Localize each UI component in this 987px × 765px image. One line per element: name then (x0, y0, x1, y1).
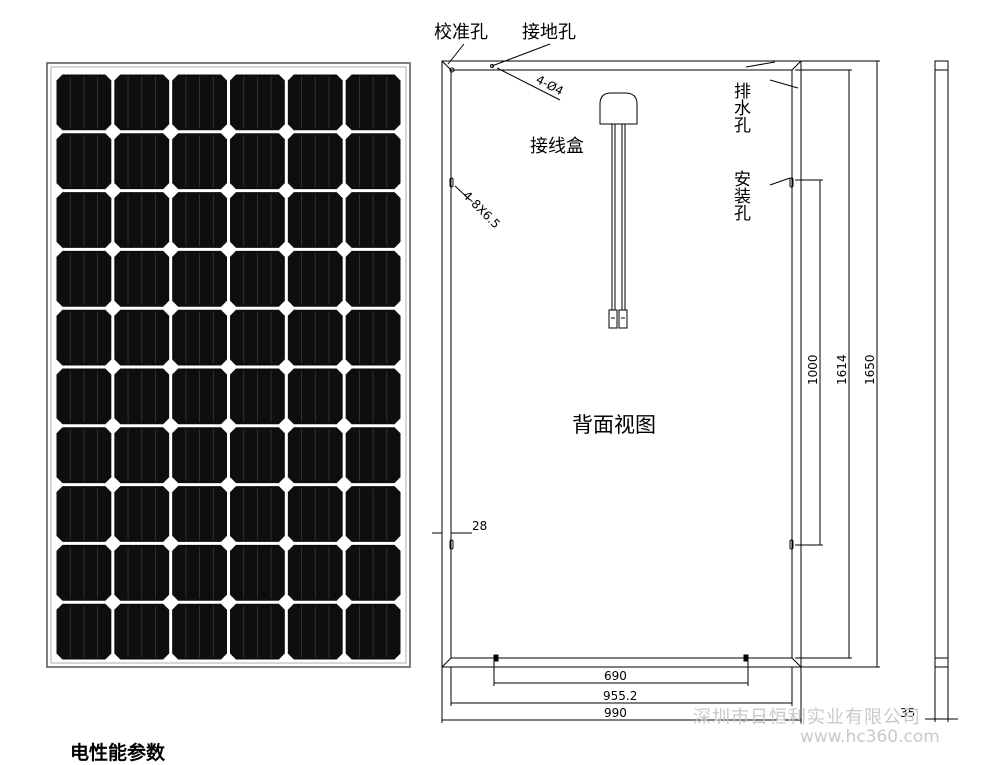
label-mounting-hole: 安装孔 (730, 170, 751, 222)
side-view (925, 60, 958, 722)
slot-hole-br (789, 539, 794, 550)
label-drain-hole: 排水孔 (730, 82, 751, 134)
slot-hole-tr (789, 177, 794, 188)
side-profile (934, 60, 949, 668)
dim-1650: 1650 (863, 354, 877, 385)
dim-1000: 1000 (806, 354, 820, 385)
label-frame-width: 28 (472, 519, 487, 533)
watermark-company: 深圳市日恒利实业有限公司 (693, 707, 921, 728)
label-slot-spec: 4-8X6.5 (460, 188, 503, 231)
label-back-view: 背面视图 (572, 413, 656, 437)
dim-990: 990 (604, 706, 627, 720)
watermark-site: www.hc360.com (800, 727, 940, 747)
front-view (46, 62, 411, 668)
cell-grid (56, 74, 401, 660)
back-view (432, 43, 880, 723)
back-frame-inner (450, 69, 793, 659)
dim-35: 35 (900, 706, 915, 720)
slot-hole-tl (449, 177, 454, 188)
dim-690: 690 (604, 669, 627, 683)
calibration-hole-mark (449, 67, 455, 73)
junction-box (599, 92, 638, 329)
label-calibration-hole: 校准孔 (434, 22, 488, 43)
label-junction-box: 接线盒 (530, 136, 584, 157)
slot-hole-bl (449, 539, 454, 550)
back-frame-outer (441, 60, 802, 668)
dim-1614: 1614 (835, 354, 849, 385)
grounding-hole-mark (490, 64, 494, 68)
dim-955: 955.2 (603, 689, 637, 703)
label-grounding-hole: 接地孔 (522, 22, 576, 43)
